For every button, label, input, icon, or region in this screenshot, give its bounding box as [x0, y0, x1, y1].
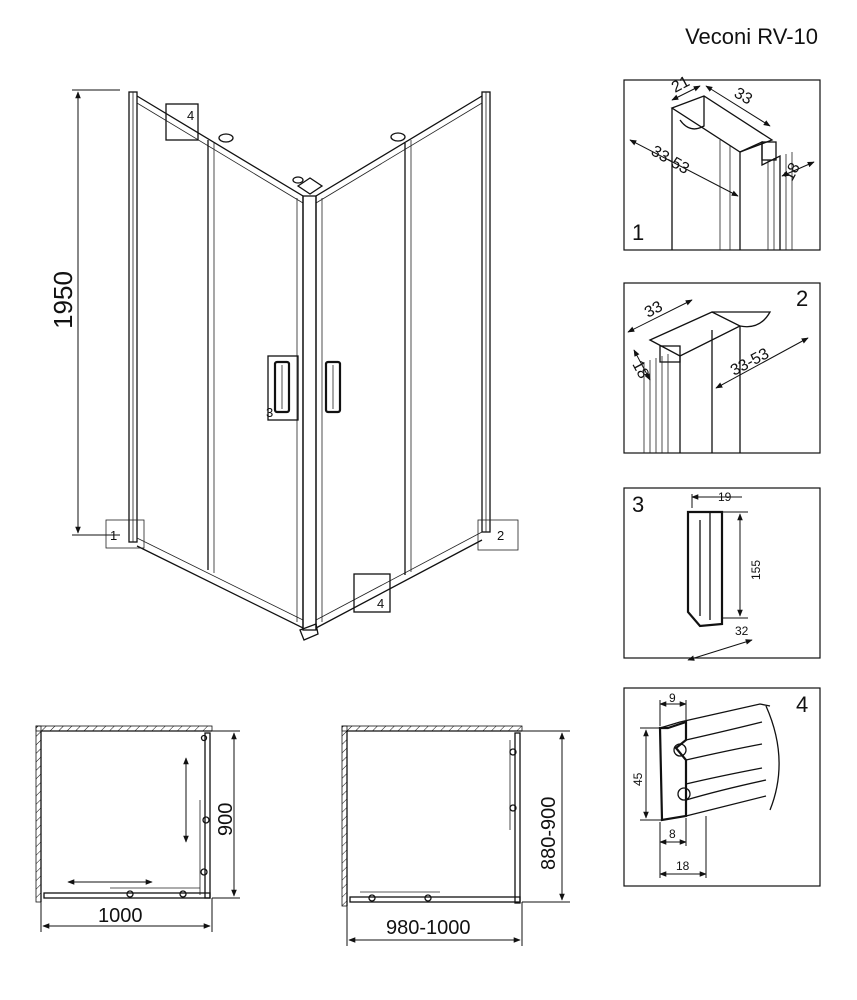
shower-perspective-view: 1950 4 — [48, 89, 519, 641]
callout-box-1 — [105, 519, 145, 549]
detail-3-dim-155: 155 — [749, 560, 763, 580]
plan-1-width-label: 1000 — [98, 905, 143, 927]
detail-1-number: 1 — [632, 220, 644, 245]
plan-1-right-panel — [204, 732, 211, 899]
detail-1-dim-33: 33 — [731, 85, 755, 109]
detail-2-dim-18: 18 — [628, 358, 651, 382]
plan-1-depth-label: 900 — [215, 803, 237, 836]
detail-2-number: 2 — [796, 286, 808, 311]
right-door-handle — [324, 360, 342, 414]
plan-2-depth-label: 880-900 — [538, 797, 560, 870]
product-title: Veconi RV-10 — [685, 24, 818, 49]
detail-1-dim-21: 21 — [669, 73, 693, 96]
detail-3-dim-32: 32 — [735, 624, 749, 638]
callout-box-4-bottom — [353, 573, 391, 613]
detail-4-number: 4 — [796, 692, 808, 717]
plan-view-1: 900 1000 — [35, 725, 240, 932]
callout-box-2 — [477, 519, 519, 551]
detail-panel-4: 9 45 8 18 4 — [623, 687, 821, 887]
detail-4-dim-18: 18 — [676, 859, 690, 873]
plan-2-front-panel — [349, 896, 521, 903]
callout-box-3 — [267, 355, 299, 421]
corner-post — [302, 195, 317, 631]
plan-2-width-label: 980-1000 — [386, 917, 471, 939]
callout-label-2: 2 — [497, 528, 504, 543]
callout-box-4-top — [165, 103, 199, 141]
detail-4-dim-45: 45 — [631, 772, 645, 786]
detail-4-frame — [623, 687, 821, 887]
plan-view-2: 880-900 980-1000 — [341, 725, 570, 946]
callout-label-3: 3 — [266, 405, 273, 420]
detail-4-dim-8: 8 — [669, 827, 676, 841]
detail-panel-3: 19 155 32 3 — [623, 487, 821, 661]
plan-2-right-panel — [514, 732, 521, 904]
detail-panel-1: 21 33 33-53 18 1 — [623, 73, 821, 251]
detail-panel-2: 33 18 33-53 2 — [623, 282, 821, 454]
detail-1-dim-18: 18 — [781, 160, 804, 184]
detail-3-dim-19: 19 — [718, 490, 732, 504]
height-label: 1950 — [48, 271, 78, 329]
detail-3-number: 3 — [632, 492, 644, 517]
callout-label-4-bottom: 4 — [377, 596, 384, 611]
detail-4-dim-9: 9 — [669, 691, 676, 705]
callout-label-4-top: 4 — [187, 108, 194, 123]
left-door-handle — [273, 360, 291, 414]
right-panel-frame — [315, 95, 483, 630]
callout-label-1: 1 — [110, 528, 117, 543]
detail-2-dim-33: 33 — [642, 298, 666, 321]
